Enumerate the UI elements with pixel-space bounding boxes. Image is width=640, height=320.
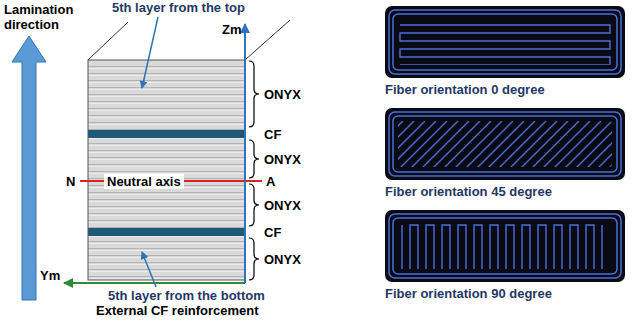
layer-line	[88, 117, 245, 118]
layer-line	[88, 144, 245, 145]
layer-line	[88, 214, 245, 215]
fiber-caption: Fiber orientation 0 degree	[385, 82, 545, 97]
laminate-block	[88, 60, 245, 280]
fiber-panel	[385, 6, 625, 78]
block-outline	[88, 60, 245, 280]
direction-label: Lamination direction	[4, 2, 88, 32]
layer-line	[88, 124, 245, 125]
layer-line	[88, 270, 245, 271]
layer-line	[88, 250, 245, 251]
layer-line	[88, 82, 245, 83]
layer-line	[88, 243, 245, 244]
layer-line	[88, 271, 245, 272]
neutral-axis-label: Neutral axis	[104, 174, 184, 189]
layer-line	[88, 172, 245, 173]
cf-layer	[88, 130, 245, 138]
perspective-edge	[245, 20, 290, 60]
zm-axis	[244, 24, 246, 283]
layer-line	[88, 159, 245, 160]
layer-callout: 5th layer from the top	[112, 0, 245, 15]
fiber-panels	[340, 6, 640, 282]
layer-line	[88, 81, 245, 82]
fiber-infill	[400, 25, 610, 65]
layer-line	[88, 165, 245, 166]
layer-line	[88, 257, 245, 258]
layer-line	[88, 278, 245, 279]
material-label: ONYX	[264, 152, 301, 167]
axis-name: Ym	[40, 268, 60, 283]
layer-line	[88, 158, 245, 159]
leader-arrow	[142, 17, 158, 88]
fiber-caption: Fiber orientation 90 degree	[385, 286, 552, 301]
fiber-path	[402, 225, 602, 269]
fiber-infill	[398, 121, 612, 167]
layer-line	[88, 207, 245, 208]
layer-line	[88, 110, 245, 111]
layer-line	[88, 109, 245, 110]
layer-line	[88, 152, 245, 153]
layer-line	[88, 95, 245, 96]
layer-line	[88, 200, 245, 201]
fiber-contour	[389, 214, 621, 278]
layer-lines	[88, 67, 245, 278]
layer-line	[88, 208, 245, 209]
fiber-infill	[402, 225, 602, 269]
fiber-caption: Fiber orientation 45 degree	[385, 184, 552, 199]
layer-line	[88, 103, 245, 104]
material-label: CF	[264, 225, 281, 240]
layer-braces	[249, 61, 259, 280]
layer-line	[88, 89, 245, 90]
layer-line	[88, 67, 245, 68]
fiber-path	[398, 121, 612, 167]
fiber-contour	[389, 10, 621, 74]
layer-line	[88, 277, 245, 278]
layer-line	[88, 68, 245, 69]
layer-line	[88, 145, 245, 146]
layer-line	[88, 151, 245, 152]
axis-end-label: A	[266, 174, 275, 189]
fiber-contour	[393, 218, 617, 274]
layer-line	[88, 116, 245, 117]
layer-line	[88, 88, 245, 89]
axis-name: Zm	[222, 22, 242, 37]
layer-line	[88, 102, 245, 103]
layer-line	[88, 215, 245, 216]
material-label: ONYX	[264, 198, 301, 213]
material-label: CF	[264, 127, 281, 142]
fiber-path	[400, 25, 610, 65]
layer-line	[88, 221, 245, 222]
layer-line	[88, 75, 245, 76]
fiber-contour	[393, 14, 617, 70]
layer-line	[88, 123, 245, 124]
layer-line	[88, 264, 245, 265]
axis-end-label: N	[66, 174, 75, 189]
material-label: ONYX	[264, 252, 301, 267]
layer-line	[88, 256, 245, 257]
layer-line	[88, 194, 245, 195]
layer-line	[88, 263, 245, 264]
layer-line	[88, 242, 245, 243]
fiber-panel	[385, 210, 625, 282]
layer-line	[88, 166, 245, 167]
material-label: ONYX	[264, 87, 301, 102]
lamination-arrow	[12, 36, 46, 300]
cf-layer	[88, 228, 245, 236]
layer-callout: 5th layer from the bottom	[108, 288, 265, 303]
perspective-edge	[88, 22, 128, 60]
layer-line	[88, 201, 245, 202]
layer-line	[88, 222, 245, 223]
layer-line	[88, 74, 245, 75]
leader-arrow	[142, 252, 156, 287]
layer-line	[88, 249, 245, 250]
caption-label: External CF reinforcement	[96, 303, 259, 318]
layer-line	[88, 193, 245, 194]
layer-line	[88, 96, 245, 97]
